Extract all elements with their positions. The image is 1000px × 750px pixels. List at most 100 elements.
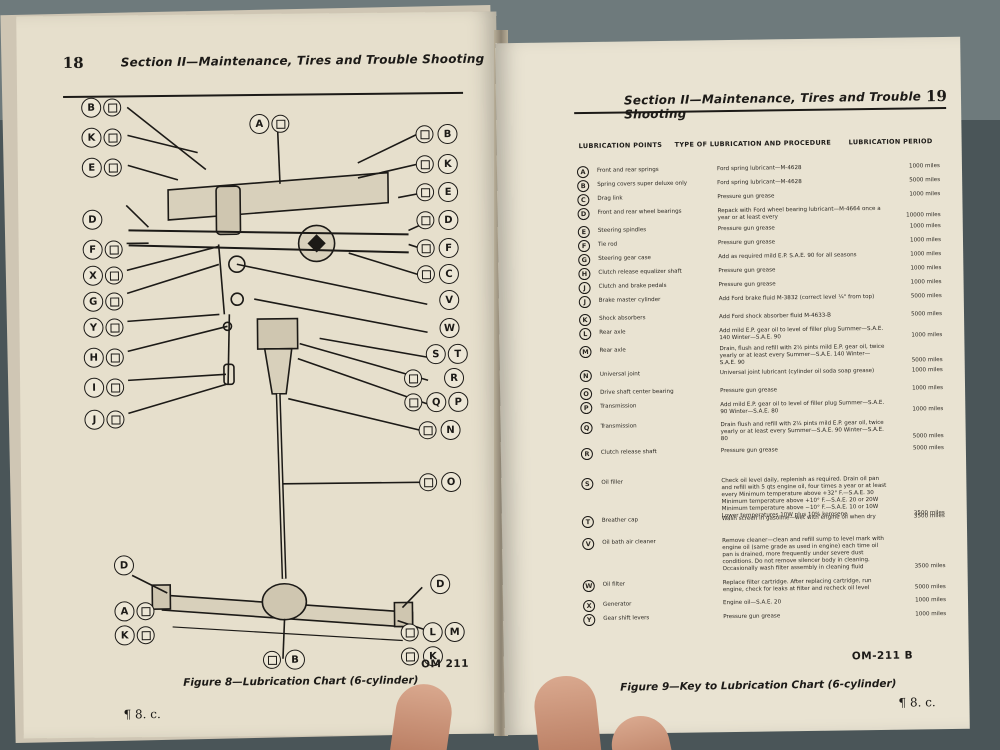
row-period: 5000 miles [911,311,943,318]
row-period: 1000 miles [910,265,942,272]
callout-s: S [425,344,446,365]
row-letter: E [577,225,590,239]
callout-a: A [249,113,270,135]
row-period: 5000 miles [911,357,943,364]
lube-symbol-icon [416,183,435,202]
row-period: 1000 miles [910,279,942,286]
row-point: Clutch release equalizer shaft [598,268,682,276]
row-procedure: Engine oil—S.A.E. 20 [722,599,782,607]
callout-j: J [84,409,105,430]
row-point: Universal joint [599,371,641,378]
row-letter: P [580,401,593,415]
row-letter: M [579,345,592,359]
callout-d-rear-right: D [430,574,451,595]
lube-symbol-icon [105,348,124,367]
lube-symbol-icon [106,378,125,397]
lube-symbol-icon [104,266,124,285]
row-procedure: Remove cleaner—clean and refill sump to … [722,535,884,573]
row-point: Transmission [600,403,637,410]
callout-f-right: F [438,237,459,259]
lube-symbol-icon [415,155,434,174]
row-procedure: Pressure gun grease [717,239,776,247]
row-period: 1000 miles [912,406,944,413]
row-period: 5000 miles [912,445,944,452]
row-procedure: Pressure gun grease [720,447,778,455]
row-point: Shock absorbers [599,315,646,322]
row-procedure: Universal joint lubricant (cylinder oil … [719,368,875,377]
row-point: Tie rod [597,241,618,248]
lube-symbol-icon [105,318,124,337]
row-procedure: Pressure gun grease [718,281,776,289]
lube-symbol-icon [103,158,122,177]
figure-9-caption: Figure 9—Key to Lubrication Chart (6-cyl… [620,677,897,694]
row-point: Brake master cylinder [598,296,661,304]
callout-a-rear: A [114,601,135,622]
lube-symbol-icon [262,650,282,669]
row-period: 3500 miles [913,513,945,520]
callout-o: O [441,471,462,493]
callout-h: H [83,347,104,368]
row-point: Gear shift levers [603,615,650,622]
row-point: Rear axle [599,347,626,354]
row-procedure: Add mild E.P. gear oil to level of fille… [719,325,884,342]
lube-symbol-icon [403,369,423,388]
row-point: Steering spindles [597,227,647,234]
callout-k: K [81,127,102,148]
right-page-number: 19 [925,86,947,106]
row-period: 5000 miles [910,293,942,300]
lube-symbol-icon [105,292,124,311]
col-header-points: LUBRICATION POINTS [578,140,663,151]
row-procedure: Pressure gun grease [717,193,775,201]
callout-d-right: D [438,209,459,231]
lube-symbol-icon [418,421,437,440]
row-point: Oil filter [602,581,626,588]
row-point: Oil bath air cleaner [602,539,656,546]
row-procedure: Add mild E.P. gear oil to level of fille… [720,399,885,416]
lube-symbol-icon [404,393,423,412]
row-letter: G [578,253,591,267]
callout-e: E [81,157,102,178]
left-page-code: OM 211 [420,657,470,671]
row-point: Clutch and brake pedals [598,282,667,290]
row-letter: Q [580,421,593,435]
lube-symbol-icon [136,626,155,645]
col-header-period: LUBRICATION PERIOD [848,137,933,147]
lube-symbol-icon [415,125,434,144]
row-period: 1000 miles [909,191,941,198]
row-procedure: Drain, flush and refill with 2½ pints mi… [719,343,885,367]
right-page: Section II—Maintenance, Tires and Troubl… [495,36,970,736]
row-procedure: Replace filter cartridge. After replacin… [722,578,872,594]
row-point: Spring covers super deluxe only [597,180,688,188]
row-procedure: Add as required mild E.P. S.A.E. 90 for … [718,252,857,261]
row-letter: S [581,477,594,491]
row-letter: O [580,387,593,401]
row-period: 3500 miles [914,563,946,570]
row-point: Front and rear springs [596,167,659,174]
row-letter: T [581,515,594,529]
right-page-code: OM-211 B [851,649,914,663]
row-letter: H [578,267,591,281]
left-paragraph-ref: ¶ 8. c. [123,707,161,722]
row-point: Transmission [600,423,637,430]
right-paragraph-ref: ¶ 8. c. [898,695,936,710]
row-letter: C [577,193,590,207]
row-point: Breather cap [601,517,639,524]
lube-symbol-icon [106,410,125,429]
lube-symbol-icon [271,114,290,133]
row-period: 1000 miles [908,163,940,170]
row-point: Steering gear case [598,255,651,262]
row-period: 1000 miles [911,332,943,339]
row-letter: L [579,327,592,341]
row-letter: F [577,239,591,253]
lube-symbol-icon [103,98,122,117]
callout-v: V [439,289,460,311]
